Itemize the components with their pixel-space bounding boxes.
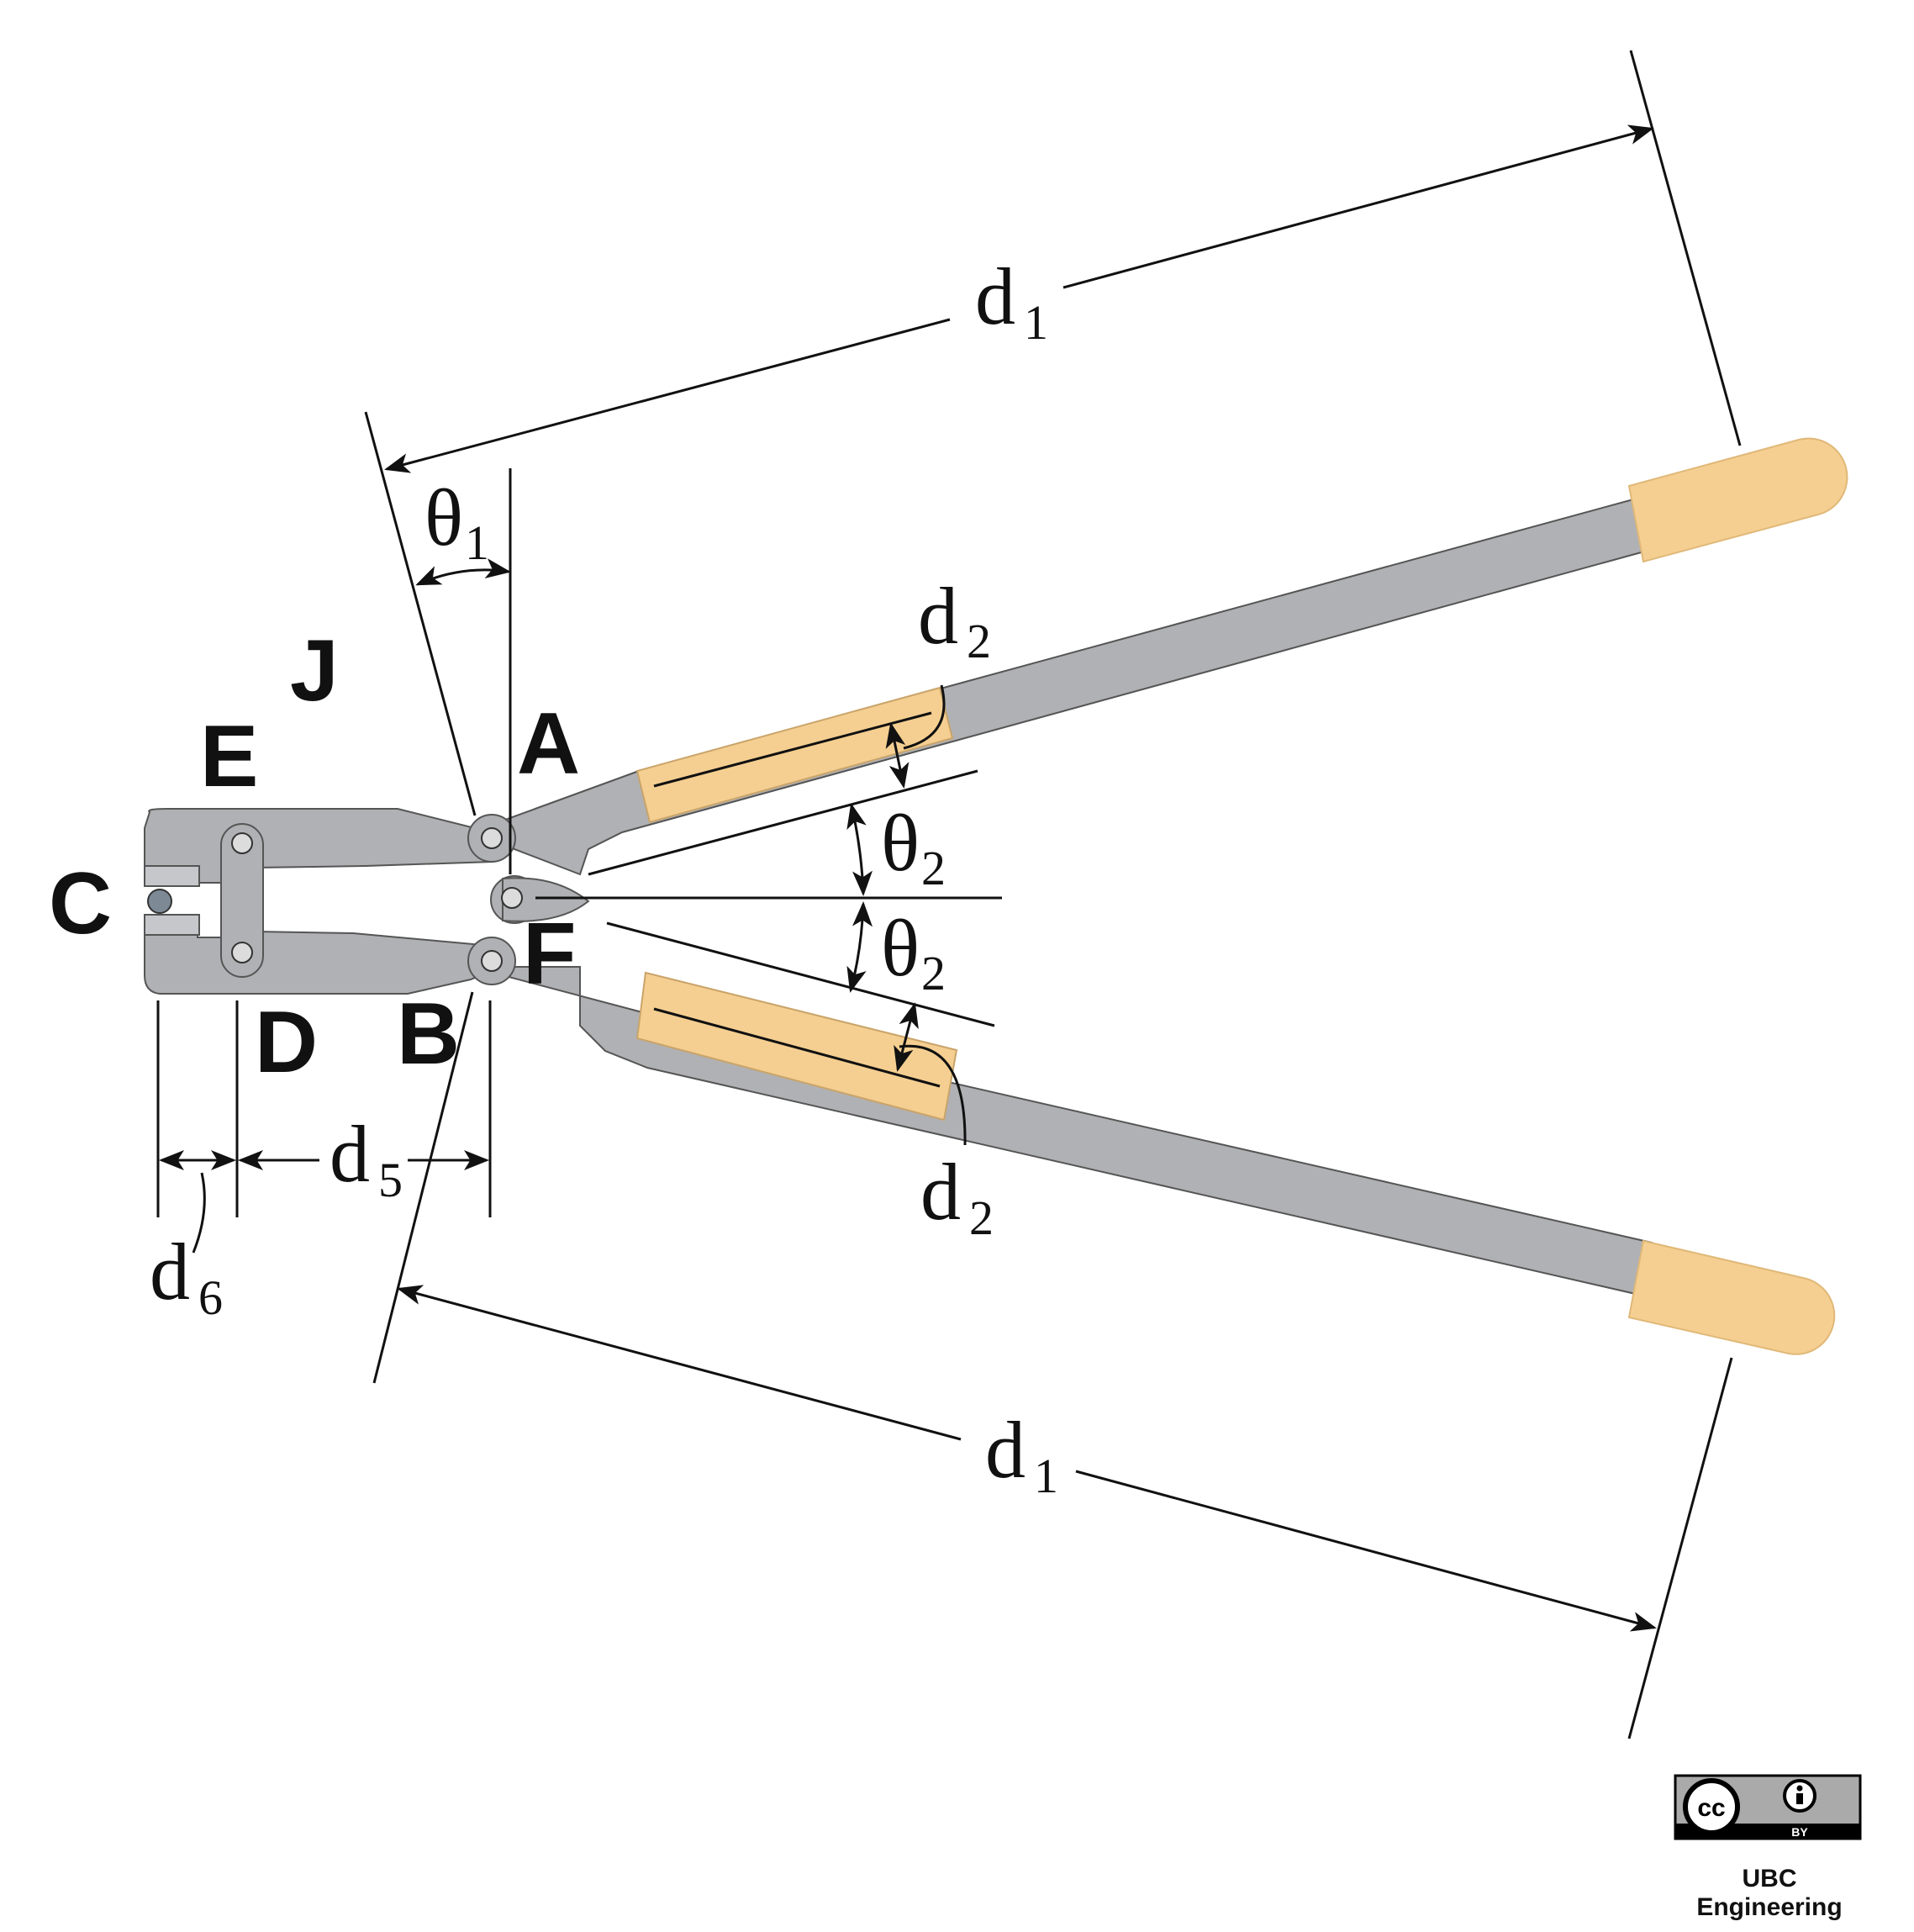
d2-lower-leader	[899, 1044, 967, 1146]
d2-lower-subscript: 2	[969, 1190, 994, 1245]
d5-label: d 5	[330, 1109, 403, 1207]
d2-upper-line	[653, 711, 932, 788]
pin-upper-link	[231, 832, 253, 854]
point-labels: A B C D E F J	[49, 622, 580, 1091]
cc-logo-icon	[1683, 1778, 1740, 1835]
attribution-icon-body	[1796, 1793, 1803, 1804]
d2-lower-arrow	[894, 1002, 919, 1072]
d2-lower-line	[653, 1007, 941, 1088]
d1-top-ext-right	[1629, 50, 1742, 446]
d6-leader	[192, 1172, 206, 1254]
theta2-lower-subscript: 2	[921, 946, 946, 1000]
lower-end-grip	[1627, 1239, 1836, 1355]
jaw-tip-upper	[144, 865, 200, 887]
d1-bottom-arrow-right	[1075, 1470, 1657, 1632]
d1-top-subscript: 1	[1024, 295, 1048, 350]
point-label-b: B	[397, 985, 460, 1083]
center-hub	[502, 877, 590, 922]
theta2-lower-arc	[846, 901, 873, 993]
theta2-lower-symbol: θ	[881, 903, 920, 993]
upper-handle	[468, 437, 1848, 876]
d2-upper-leader	[903, 684, 946, 750]
theta2-upper-subscript: 2	[921, 841, 946, 895]
theta2-upper-symbol: θ	[881, 798, 920, 888]
d1-bottom-subscript: 1	[1034, 1449, 1058, 1503]
d1-top-arrow-left	[384, 318, 951, 473]
d6-symbol: d	[150, 1227, 190, 1317]
cc-logo-text: cc	[1697, 1794, 1725, 1822]
credit-text: UBC Engineering	[1696, 1865, 1843, 1921]
point-label-e: E	[200, 708, 258, 805]
theta2-upper-line	[588, 769, 978, 876]
point-label-c: C	[49, 855, 112, 953]
point-label-d: D	[255, 994, 318, 1091]
theta1-symbol: θ	[424, 472, 463, 562]
d2-upper-arrow	[885, 722, 910, 789]
d1-bottom-arrow-left	[397, 1285, 962, 1441]
cc-by-badge: cc BY	[1674, 1774, 1862, 1840]
lower-handle	[470, 966, 1836, 1355]
point-label-j: J	[290, 622, 339, 720]
d2-upper-subscript: 2	[967, 614, 991, 668]
d6-label: d 6	[150, 1227, 223, 1325]
lower-jaw	[144, 930, 493, 995]
theta2-upper-label: θ 2	[881, 798, 946, 895]
d1-top-ext-left	[364, 411, 477, 816]
pin-f	[501, 887, 523, 909]
pin-b	[481, 950, 503, 972]
link-bar	[220, 823, 264, 978]
d6-subscript: 6	[198, 1270, 223, 1325]
d1-bottom-ext-right	[1627, 1357, 1733, 1739]
d1-top-label: d 1	[975, 251, 1048, 350]
by-text: BY	[1791, 1825, 1808, 1839]
d1-top-symbol: d	[975, 251, 1015, 341]
pin-a	[481, 827, 503, 849]
theta2-lower-label: θ 2	[881, 903, 946, 1000]
d1-bottom-ext-left	[372, 991, 474, 1384]
d1-top-arrow-right	[1062, 124, 1654, 289]
point-label-f: F	[523, 905, 577, 1003]
theta1-label: θ 1	[424, 472, 489, 570]
upper-end-grip	[1627, 437, 1848, 563]
theta1-subscript: 1	[465, 515, 489, 570]
upper-inner-grip	[635, 686, 954, 824]
point-label-a: A	[517, 695, 580, 793]
d2-upper-symbol: d	[918, 571, 958, 661]
d1-bottom-symbol: d	[985, 1405, 1026, 1495]
d2-lower-symbol: d	[920, 1147, 961, 1237]
theta1-arc	[415, 558, 511, 586]
theta2-upper-arc	[846, 803, 873, 896]
d2-upper-label: d 2	[918, 571, 991, 668]
dimension-labels: d 1 d 1 d 2 d 2 d 5 d 6 θ 1 θ 2	[150, 251, 1058, 1503]
pin-lower-link	[231, 942, 253, 963]
theta2-lower-line	[606, 921, 995, 1027]
d1-bottom-label: d 1	[985, 1405, 1058, 1503]
d5-symbol: d	[330, 1109, 370, 1199]
jaw-tip-lower	[144, 914, 200, 936]
d2-lower-label: d 2	[920, 1147, 994, 1245]
cutter-head	[144, 808, 590, 995]
dimension-lines	[156, 50, 1742, 1739]
d5-subscript: 5	[378, 1153, 403, 1207]
attribution-icon-head	[1796, 1785, 1803, 1792]
workpiece-pin	[147, 889, 172, 914]
